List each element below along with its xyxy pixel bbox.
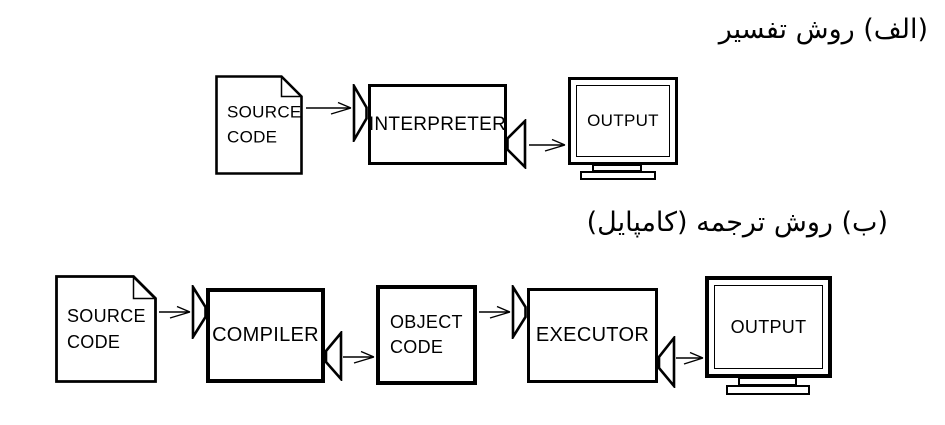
monitor-base: [726, 385, 810, 395]
section-b-heading: (ب) روش ترجمه (کامپایل): [586, 207, 888, 238]
object-code-box: OBJECT CODE: [376, 285, 477, 385]
output-label: OUTPUT: [730, 316, 807, 337]
monitor-frame: OUTPUT: [568, 77, 678, 165]
executor-box: EXECUTOR: [527, 288, 658, 383]
input-funnel-icon: [511, 285, 527, 339]
source-code-line2: CODE: [67, 332, 121, 352]
object-code-label: OBJECT CODE: [390, 310, 463, 360]
monitor-screen: OUTPUT: [576, 85, 670, 157]
output-monitor: OUTPUT: [568, 77, 678, 181]
monitor-screen: OUTPUT: [714, 285, 823, 369]
flow-arrow: [159, 305, 191, 319]
object-code-line2: CODE: [390, 337, 444, 357]
output-monitor: OUTPUT: [705, 276, 832, 397]
compiler-box: COMPILER: [206, 288, 325, 383]
output-funnel-icon: [324, 331, 343, 381]
output-label: OUTPUT: [587, 111, 659, 130]
flow-arrow: [343, 350, 375, 364]
document-icon: [215, 75, 303, 175]
object-code-line1: OBJECT: [390, 311, 463, 332]
source-code-document: SOURCE CODE: [55, 275, 157, 383]
section-a-heading: (الف) روش تفسیر: [718, 14, 928, 45]
source-code-line1: SOURCE: [227, 102, 302, 122]
compiler-label: COMPILER: [212, 324, 319, 346]
output-funnel-icon: [506, 119, 527, 169]
flow-arrow: [479, 305, 511, 319]
source-code-document: SOURCE CODE: [215, 75, 303, 175]
source-code-label: SOURCE CODE: [227, 100, 302, 149]
source-code-line2: CODE: [227, 127, 278, 146]
source-code-line1: SOURCE: [67, 305, 146, 326]
flow-arrow: [529, 138, 566, 152]
interpreter-label: INTERPRETER: [368, 113, 507, 135]
executor-label: EXECUTOR: [535, 324, 650, 346]
monitor-frame: OUTPUT: [705, 276, 832, 378]
input-funnel-icon: [352, 84, 368, 142]
interpreter-box: INTERPRETER: [368, 84, 507, 165]
output-funnel-icon: [657, 336, 676, 388]
flow-arrow: [676, 351, 704, 365]
flow-arrow: [306, 101, 352, 115]
document-icon: [55, 275, 157, 383]
source-code-label: SOURCE CODE: [67, 303, 146, 355]
monitor-base: [580, 171, 656, 180]
input-funnel-icon: [191, 285, 207, 339]
